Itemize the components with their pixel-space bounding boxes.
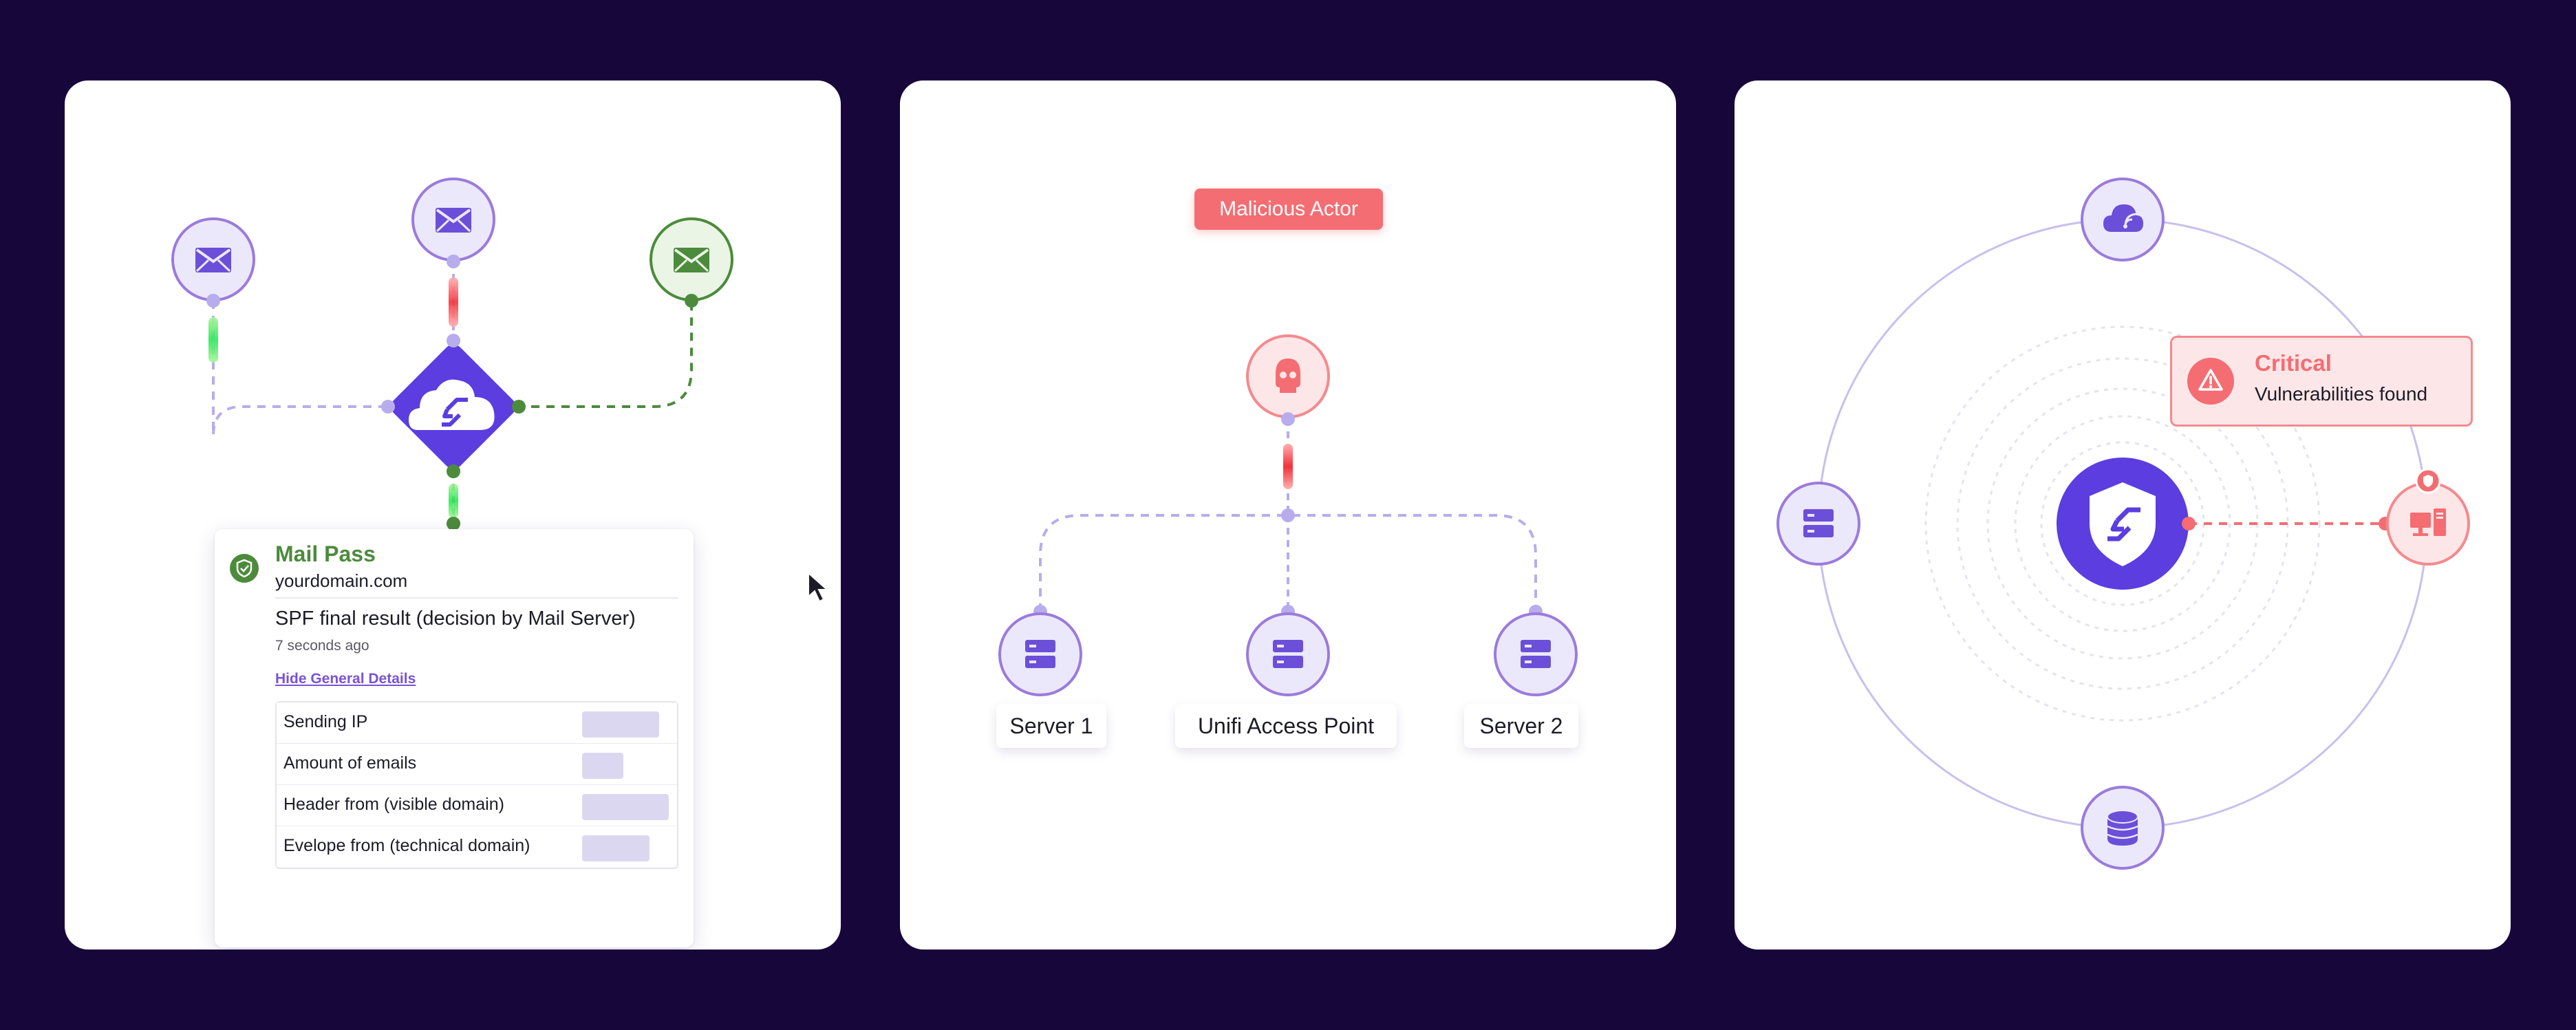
server-icon	[1025, 640, 1055, 668]
cloud-node	[2081, 178, 2165, 261]
radar-ring	[2014, 415, 2231, 632]
vulnerability-orbit-diagram	[1777, 178, 2470, 870]
table-row: Evelope from (technical domain)	[277, 826, 677, 867]
port	[447, 517, 460, 530]
table-row: Header from (visible domain)	[277, 785, 677, 827]
mail-domain: yourdomain.com	[275, 570, 408, 591]
table-row: Amount of emails	[277, 744, 677, 786]
value-placeholder	[582, 753, 623, 779]
warning-icon	[2187, 358, 2234, 405]
divider	[275, 597, 678, 599]
mail-flow-diagram	[171, 178, 733, 530]
database-node	[2081, 786, 2165, 870]
server-2-label: Server 2	[1464, 704, 1578, 748]
value-placeholder	[582, 711, 659, 738]
left-connector	[212, 301, 388, 436]
row-label: Amount of emails	[283, 753, 417, 773]
critical-alert-popup[interactable]: Critical Vulnerabilities found	[2170, 336, 2473, 427]
port	[512, 400, 526, 414]
port	[381, 400, 395, 414]
server-2-node	[1494, 612, 1578, 696]
server-node	[1777, 482, 1860, 566]
center-envelope-node	[411, 178, 495, 261]
vulnerability-scan-panel: Critical Vulnerabilities found	[1735, 81, 2511, 949]
mail-security-panel: Mail Pass yourdomain.com SPF final resul…	[65, 81, 841, 949]
cloud-wifi-icon	[2103, 204, 2143, 232]
port	[1281, 508, 1295, 522]
shield-alert-icon	[2415, 468, 2441, 494]
row-label: Header from (visible domain)	[283, 795, 504, 814]
timestamp: 7 seconds ago	[275, 638, 369, 654]
access-point-node	[1246, 612, 1330, 696]
envelope-icon	[195, 248, 231, 272]
port	[1281, 412, 1295, 426]
table-row: Sending IP	[277, 702, 677, 744]
alert-subtitle: Vulnerabilities found	[2255, 383, 2428, 405]
access-point-label: Unifi Access Point	[1175, 704, 1397, 748]
port	[447, 255, 460, 268]
left-envelope-node	[171, 217, 255, 301]
envelope-icon	[436, 208, 471, 233]
radar-ring	[1924, 325, 2321, 722]
pulse-red-center	[449, 277, 458, 327]
envelope-icon	[674, 248, 709, 272]
cloud-logo-icon	[409, 379, 495, 430]
mail-status-title: Mail Pass	[275, 541, 376, 566]
details-table: Sending IP Amount of emails Header from …	[275, 701, 678, 869]
pulse-red	[1283, 444, 1293, 489]
computer-icon	[2410, 508, 2446, 536]
server-icon	[1521, 640, 1551, 668]
spf-result: SPF final result (decision by Mail Serve…	[275, 608, 636, 630]
row-label: Sending IP	[283, 712, 368, 731]
network-threat-panel: Malicious Actor Server 1 Unifi Access Po…	[900, 81, 1676, 949]
value-placeholder	[582, 835, 650, 861]
port	[2182, 517, 2196, 530]
shield-check-icon	[230, 554, 259, 583]
pulse-green-bottom	[449, 484, 458, 518]
server-icon	[1273, 640, 1303, 668]
port	[447, 464, 460, 478]
mail-hub-node	[391, 344, 516, 469]
port	[206, 294, 220, 308]
shield-logo-icon	[2107, 507, 2140, 541]
branch-connector	[1039, 514, 1537, 612]
row-label: Evelope from (technical domain)	[283, 836, 530, 855]
port	[685, 294, 698, 308]
database-icon	[2107, 810, 2138, 846]
server-1-label: Server 1	[996, 704, 1106, 748]
skull-icon	[1276, 358, 1300, 393]
mouse-cursor-icon	[808, 572, 829, 603]
port	[447, 334, 460, 347]
right-envelope-node	[650, 217, 733, 301]
computer-node	[2386, 468, 2470, 566]
network-diagram	[998, 334, 1578, 696]
mail-result-card: Mail Pass yourdomain.com SPF final resul…	[215, 529, 694, 947]
center-shield-node	[2057, 458, 2189, 590]
alert-title: Critical	[2255, 350, 2332, 376]
server-1-node	[998, 612, 1082, 696]
malicious-actor-badge: Malicious Actor	[1194, 189, 1383, 230]
server-icon	[1803, 509, 1834, 537]
pulse-green-left	[208, 317, 218, 363]
malicious-node	[1246, 334, 1330, 418]
value-placeholder	[582, 794, 669, 820]
right-connector	[516, 301, 693, 408]
hide-details-link[interactable]: Hide General Details	[275, 671, 416, 687]
